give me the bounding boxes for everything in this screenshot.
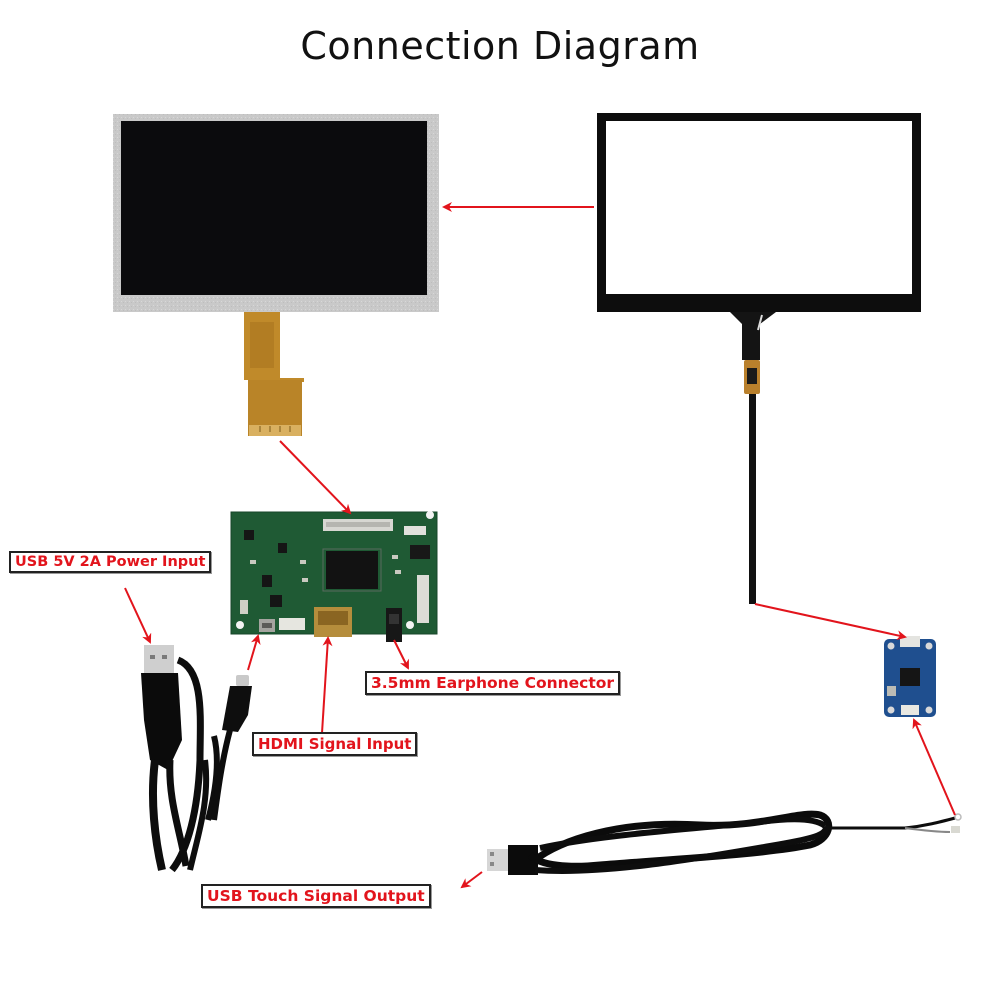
usb-a-plug xyxy=(144,645,174,673)
arrow-hdmi-label-to-port xyxy=(321,636,333,734)
micro-usb-plug xyxy=(236,675,249,686)
controller-ic xyxy=(900,668,920,686)
side-connector xyxy=(404,526,426,535)
touch-panel xyxy=(597,113,921,604)
lcd-screen xyxy=(121,121,427,295)
touch-fpc-cable xyxy=(749,394,756,604)
touch-fpc-tail xyxy=(730,312,776,360)
label-earphone-connector: 3.5mm Earphone Connector xyxy=(365,671,621,695)
connection-arrows xyxy=(124,202,956,889)
touch-glass-area xyxy=(606,121,912,294)
audio-jack xyxy=(386,608,402,642)
fpc-socket xyxy=(900,636,920,647)
lcd-panel xyxy=(113,114,439,436)
arrow-cable-to-controller xyxy=(912,718,956,816)
touch-controller-board xyxy=(884,636,936,717)
label-power-input: USB 5V 2A Power Input xyxy=(9,551,212,573)
lcd-fpc-ribbon xyxy=(244,312,304,436)
arrow-fpc-to-board xyxy=(279,440,352,515)
arrow-usb-plug-to-touch-label xyxy=(460,871,483,889)
usb-touch-cable xyxy=(487,810,962,875)
arrow-touch-fpc-to-controller xyxy=(754,603,907,641)
cable-socket xyxy=(901,705,919,715)
usb-power-cable xyxy=(141,645,252,873)
label-hdmi-signal-input: HDMI Signal Input xyxy=(252,732,418,756)
label-usb-touch-signal-output: USB Touch Signal Output xyxy=(201,884,431,908)
driver-board xyxy=(230,511,438,642)
vertical-connector xyxy=(417,575,429,623)
arrow-micro-usb-to-port xyxy=(247,634,261,671)
arrow-jack-to-earphone-label xyxy=(393,639,409,670)
arrow-power-label-to-usb xyxy=(124,587,152,644)
main-ic xyxy=(326,551,378,589)
page-title: Connection Diagram xyxy=(300,24,700,68)
